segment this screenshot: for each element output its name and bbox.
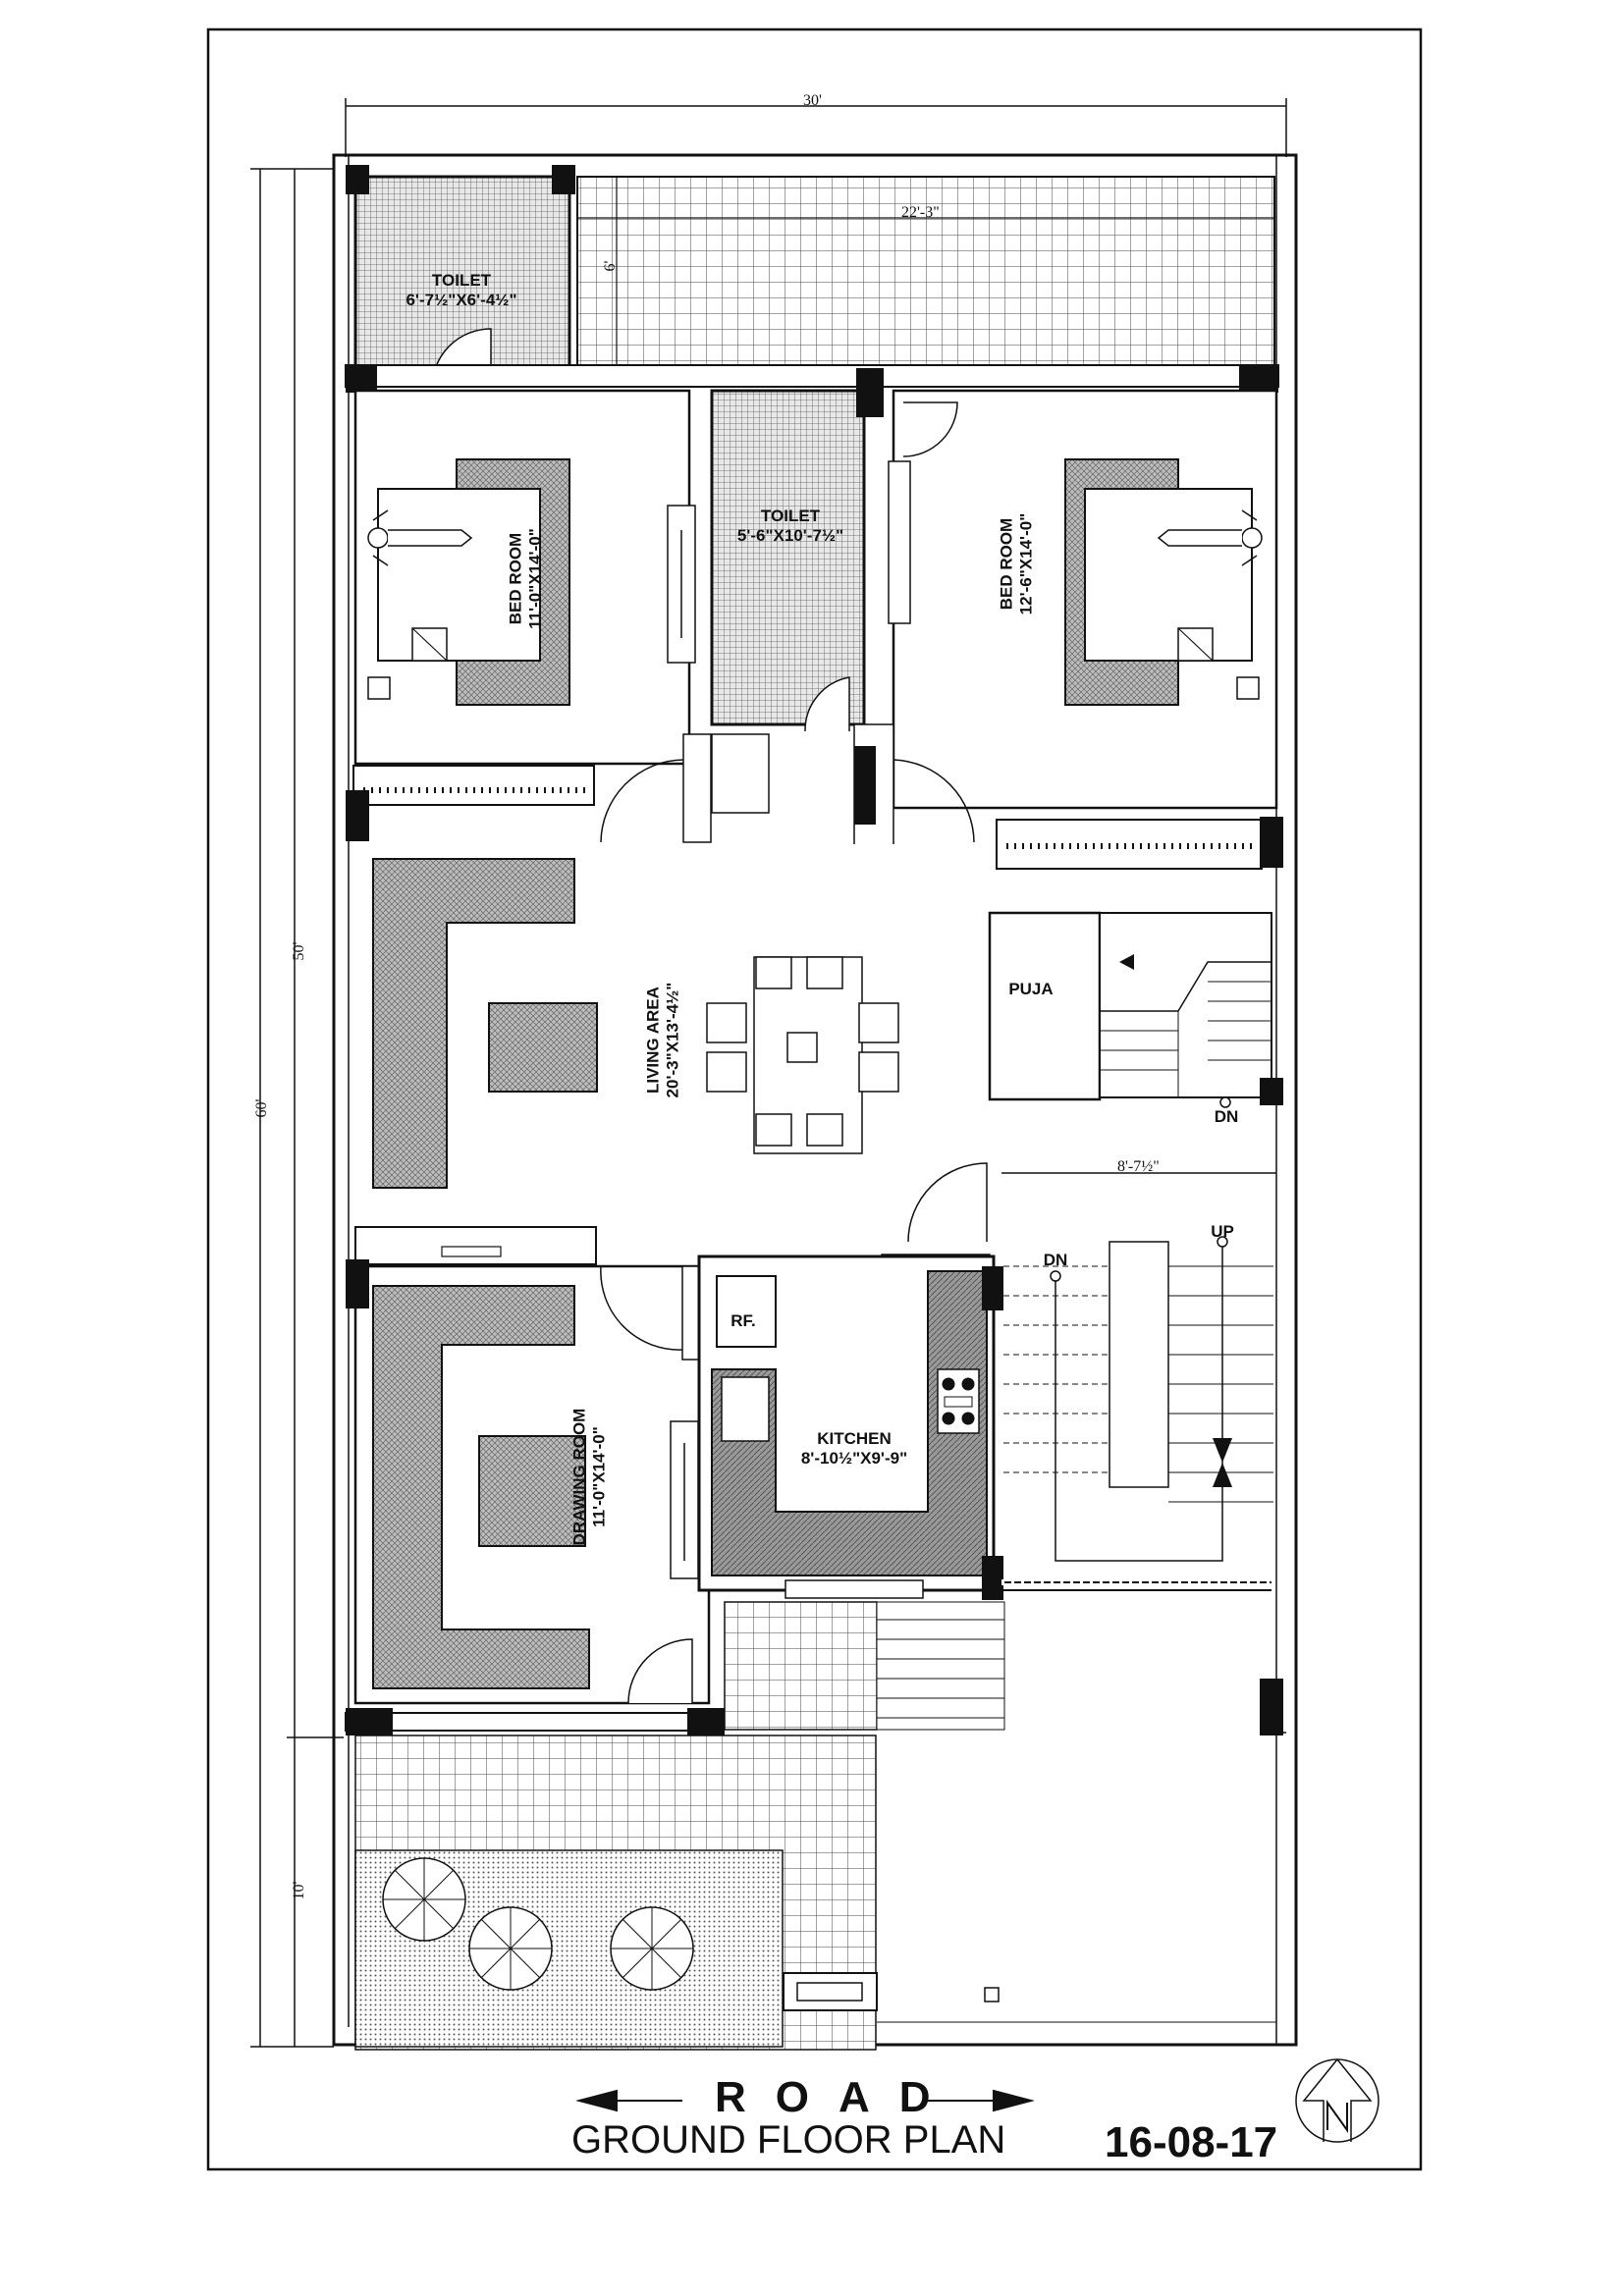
bedside-left [367, 676, 391, 700]
plan-date: 16-08-17 [1105, 2118, 1278, 2166]
toilet-mid-label: TOILET 5'-6"X10'-7½" [717, 507, 864, 545]
front-setback-dimension: 10' [291, 1881, 307, 1900]
road-label: ROAD [715, 2073, 960, 2121]
drawing-room-size: 11'-0"X14'-0" [589, 1426, 608, 1527]
road-arrow-icon [575, 2089, 1035, 2112]
shower-tray [711, 733, 770, 814]
kitchen-sink [721, 1376, 770, 1442]
toilet-mid-size: 5'-6"X10'-7½" [736, 525, 844, 545]
bed-room-right-size: 12'-6"X14'-0" [1016, 512, 1035, 615]
drawing-room-name: DRAWING ROOM [569, 1408, 589, 1546]
living-area-size: 20'-3"X13'-4½" [663, 982, 681, 1098]
tree-icons [382, 1857, 694, 1991]
fridge [716, 1275, 777, 1348]
rear-court-width-dimension: 22'-3" [901, 204, 940, 221]
living-rug [488, 1002, 598, 1093]
bed-left [377, 488, 541, 662]
bed-room-left-label: BED ROOM 11'-0"X14'-0" [506, 496, 544, 663]
wardrobe-left [352, 765, 595, 806]
bed-room-left-size: 11'-0"X14'-0" [525, 528, 544, 629]
lower-stair-dn-label: DN [1043, 1251, 1068, 1269]
fridge-label: RF. [730, 1311, 756, 1330]
overall-depth-dimension: 60' [253, 1098, 270, 1118]
puja-room [988, 911, 1102, 1101]
puja-label: PUJA [1008, 980, 1054, 998]
toilet-rear-size: 6'-7½"X6'-4½" [406, 290, 517, 309]
rear-court-depth-dimension: 6' [602, 260, 619, 272]
living-area-label: LIVING AREA 20'-3"X13'-4½" [643, 947, 681, 1134]
stove-icon [937, 1368, 980, 1434]
dimension-lines [250, 98, 1287, 2048]
bed-right [1084, 488, 1253, 662]
stair-width-dimension: 8'-7½" [1117, 1158, 1160, 1175]
porch-floor [724, 1601, 878, 1731]
bed-room-right-label: BED ROOM 12'-6"X14'-0" [997, 481, 1035, 648]
kitchen-label: KITCHEN 8'-10½"X9'-9" [785, 1429, 923, 1468]
toilet-rear-name: TOILET [431, 271, 492, 290]
plan-title: GROUND FLOOR PLAN [571, 2118, 1006, 2162]
overall-width-dimension: 30' [803, 92, 822, 109]
bedside-right [1236, 676, 1260, 700]
drawing-room-label: DRAWING ROOM 11'-0"X14'-0" [569, 1379, 608, 1575]
house-depth-dimension: 50' [291, 941, 307, 961]
toilet-mid-name: TOILET [760, 507, 821, 525]
toilet-mid-floor [710, 389, 866, 726]
toilet-rear-label: TOILET 6'-7½"X6'-4½" [393, 271, 530, 309]
sheet-border [206, 27, 1423, 2171]
bed-room-left-name: BED ROOM [506, 532, 525, 625]
bed-room-right-name: BED ROOM [997, 517, 1016, 611]
u-sofa [372, 1285, 590, 1689]
kitchen-name: KITCHEN [817, 1429, 892, 1448]
wardrobe-right [996, 819, 1263, 870]
entry-steps [876, 1601, 1005, 1731]
lower-stair-up-label: UP [1211, 1222, 1234, 1241]
upper-stair-dn-label: DN [1214, 1107, 1239, 1126]
kitchen-size: 8'-10½"X9'-9" [800, 1448, 908, 1468]
bed-left-person-icon [367, 509, 473, 566]
living-area-name: LIVING AREA [643, 987, 663, 1095]
rear-courtyard-floor [576, 176, 1275, 369]
upper-staircase [1099, 912, 1272, 1098]
l-sofa [372, 858, 575, 1189]
drawing-rug [478, 1435, 586, 1547]
dining-table-set [706, 956, 899, 1154]
north-arrow-icon [1295, 2058, 1380, 2143]
bed-right-person-icon [1157, 509, 1263, 566]
